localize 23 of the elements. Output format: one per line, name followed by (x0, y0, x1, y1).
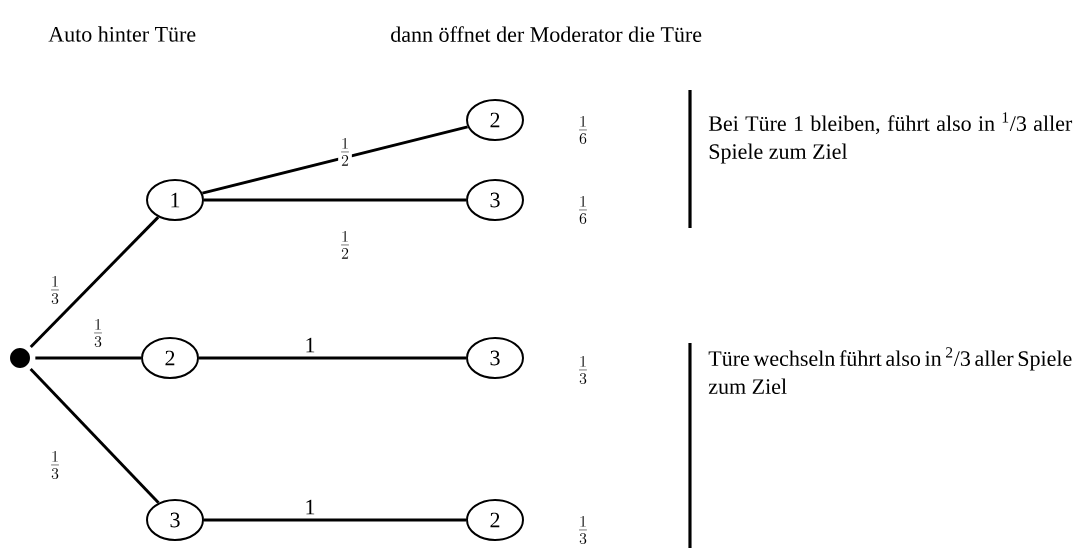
tree-branch (29, 368, 160, 504)
edge-label: 1 (303, 336, 317, 354)
note-text: Bei Türe 1 bleiben, führt also in $^{1}$/3 aller Spiele zum Ziel (708, 112, 1073, 164)
root-dot (10, 348, 30, 368)
column-heading: dann öffnet der Moderator die Türe (391, 26, 702, 42)
tree-branch (29, 216, 160, 349)
probability-label: $\frac{1}{6}$ (579, 116, 587, 144)
probability-label: $\frac{1}{3}$ (579, 356, 587, 384)
edge-label: 1 (303, 498, 317, 516)
edge-label: $\frac{1}{3}$ (48, 275, 62, 305)
note-text: Türe wechseln führt also in $^{2}$/3 aller Spiele zum Ziel (708, 347, 1072, 395)
probability-label: $\frac{1}{3}$ (579, 516, 587, 544)
tree-branch (199, 356, 466, 360)
edge-label: $\frac{1}{3}$ (91, 318, 105, 348)
column-heading: Auto hinter Türe (48, 26, 196, 42)
probability-label: $\frac{1}{6}$ (579, 196, 587, 224)
edge-label: $\frac{1}{2}$ (338, 137, 352, 167)
edge-label: $\frac{1}{2}$ (338, 230, 352, 260)
edge-label: $\frac{1}{3}$ (48, 450, 62, 480)
tree-branch (204, 198, 466, 202)
tree-branch (204, 518, 466, 522)
tree-branch (202, 125, 468, 195)
tree-branch (35, 356, 141, 360)
